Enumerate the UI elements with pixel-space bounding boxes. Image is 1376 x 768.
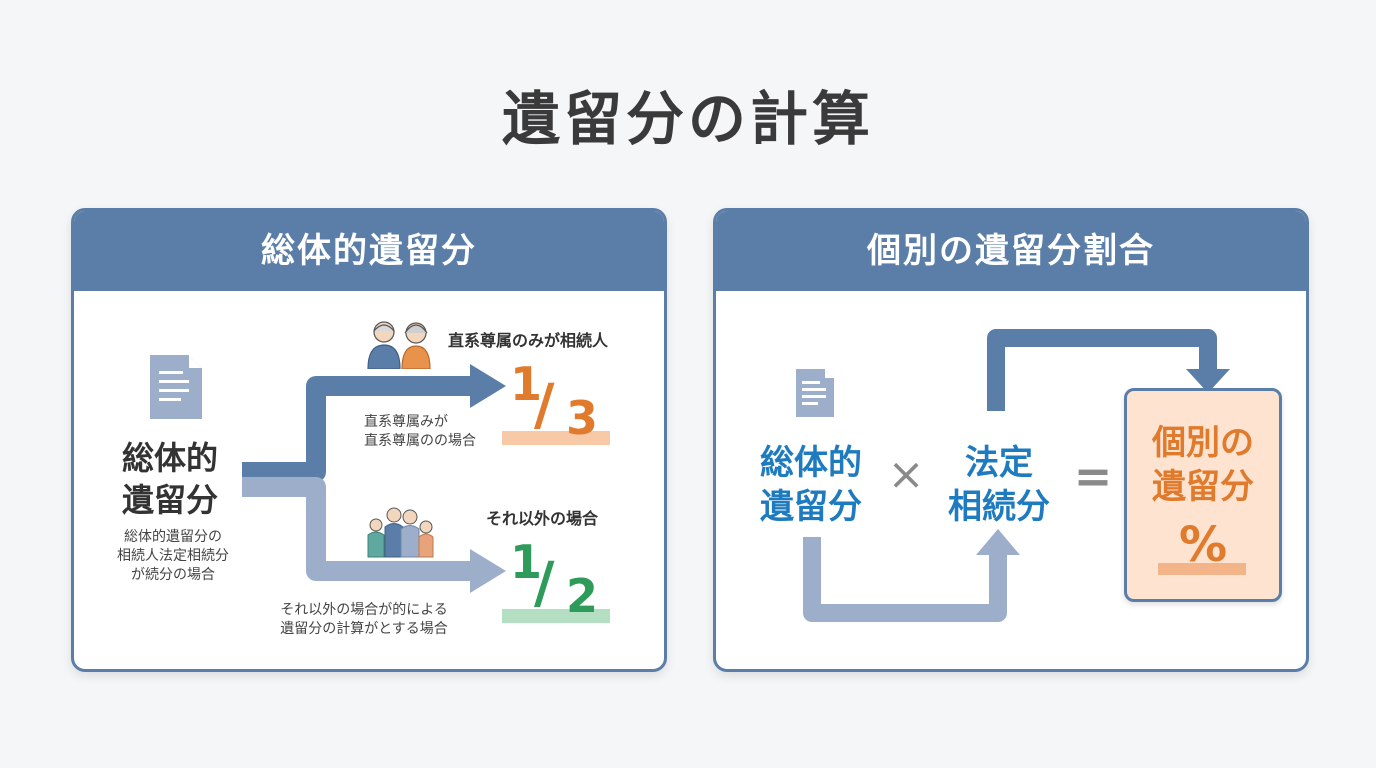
result-line1: 個別の bbox=[1152, 423, 1254, 463]
term1-line1: 総体的 bbox=[760, 443, 862, 483]
times-operator: × bbox=[887, 449, 925, 500]
equals-operator: = bbox=[1073, 449, 1113, 503]
upper-case-label: 直系尊属のみが相続人 bbox=[448, 331, 609, 350]
page-title: 遺留分の計算 bbox=[501, 85, 874, 153]
upper-case-note-line2: 直系尊属のの場合 bbox=[364, 433, 476, 449]
lower-case-note-line1: それ以外の場合が的による bbox=[280, 602, 448, 618]
flow-arrows bbox=[803, 329, 1230, 622]
lower-fraction-highlight bbox=[502, 609, 610, 623]
branch-arrows bbox=[242, 364, 506, 593]
lower-fraction-slash: / bbox=[534, 551, 555, 616]
result-percent-symbol: % bbox=[1178, 517, 1228, 573]
overall-reserved-share-panel: 総体的遺留分 総体的 遺留分 総体的遺留分の 相続人法定相続分 が続分の場合 直… bbox=[71, 208, 667, 672]
upper-case-note-line1: 直系尊属みが bbox=[364, 414, 448, 430]
top-arrow bbox=[987, 329, 1230, 411]
term2-line2: 相続分 bbox=[948, 487, 1050, 527]
family-group-icon bbox=[367, 507, 434, 558]
center-note-line2: 相続人法定相続分 bbox=[117, 548, 229, 564]
center-note-line3: が続分の場合 bbox=[131, 567, 215, 583]
document-icon-small bbox=[796, 369, 834, 417]
lower-case-note-line2: 遺留分の計算がとする場合 bbox=[280, 621, 448, 637]
lower-case-label: それ以外の場合 bbox=[486, 509, 599, 528]
upper-fraction-slash: / bbox=[534, 373, 555, 438]
panel-header-right: 個別の遺留分割合 bbox=[716, 211, 1306, 291]
center-note-line1: 総体的遺留分の bbox=[124, 529, 222, 545]
upper-fraction-highlight bbox=[502, 431, 610, 445]
document-icon bbox=[150, 355, 202, 419]
term2-line1: 法定 bbox=[965, 443, 1033, 483]
upper-branch-arrow bbox=[242, 364, 506, 482]
result-line2: 遺留分 bbox=[1152, 467, 1254, 507]
upper-fraction-numerator: 1 bbox=[510, 357, 543, 411]
term1-line2: 遺留分 bbox=[760, 487, 862, 527]
elderly-couple-icon bbox=[367, 321, 431, 369]
center-label-line2: 遺留分 bbox=[121, 481, 218, 519]
individual-reserved-share-panel: 個別の遺留分割合 総体的 遺留分 × 法定 相続分 = 個別の 遺留分 % bbox=[713, 208, 1309, 672]
upper-fraction-denominator: 3 bbox=[566, 391, 599, 445]
panel-header-left: 総体的遺留分 bbox=[74, 211, 664, 291]
lower-branch-arrow bbox=[242, 477, 506, 593]
result-symbol-highlight bbox=[1158, 563, 1246, 575]
lower-fraction-numerator: 1 bbox=[510, 535, 543, 589]
lower-fraction-denominator: 2 bbox=[566, 569, 599, 623]
bottom-arrow bbox=[803, 529, 1020, 622]
center-label-line1: 総体的 bbox=[121, 439, 218, 477]
